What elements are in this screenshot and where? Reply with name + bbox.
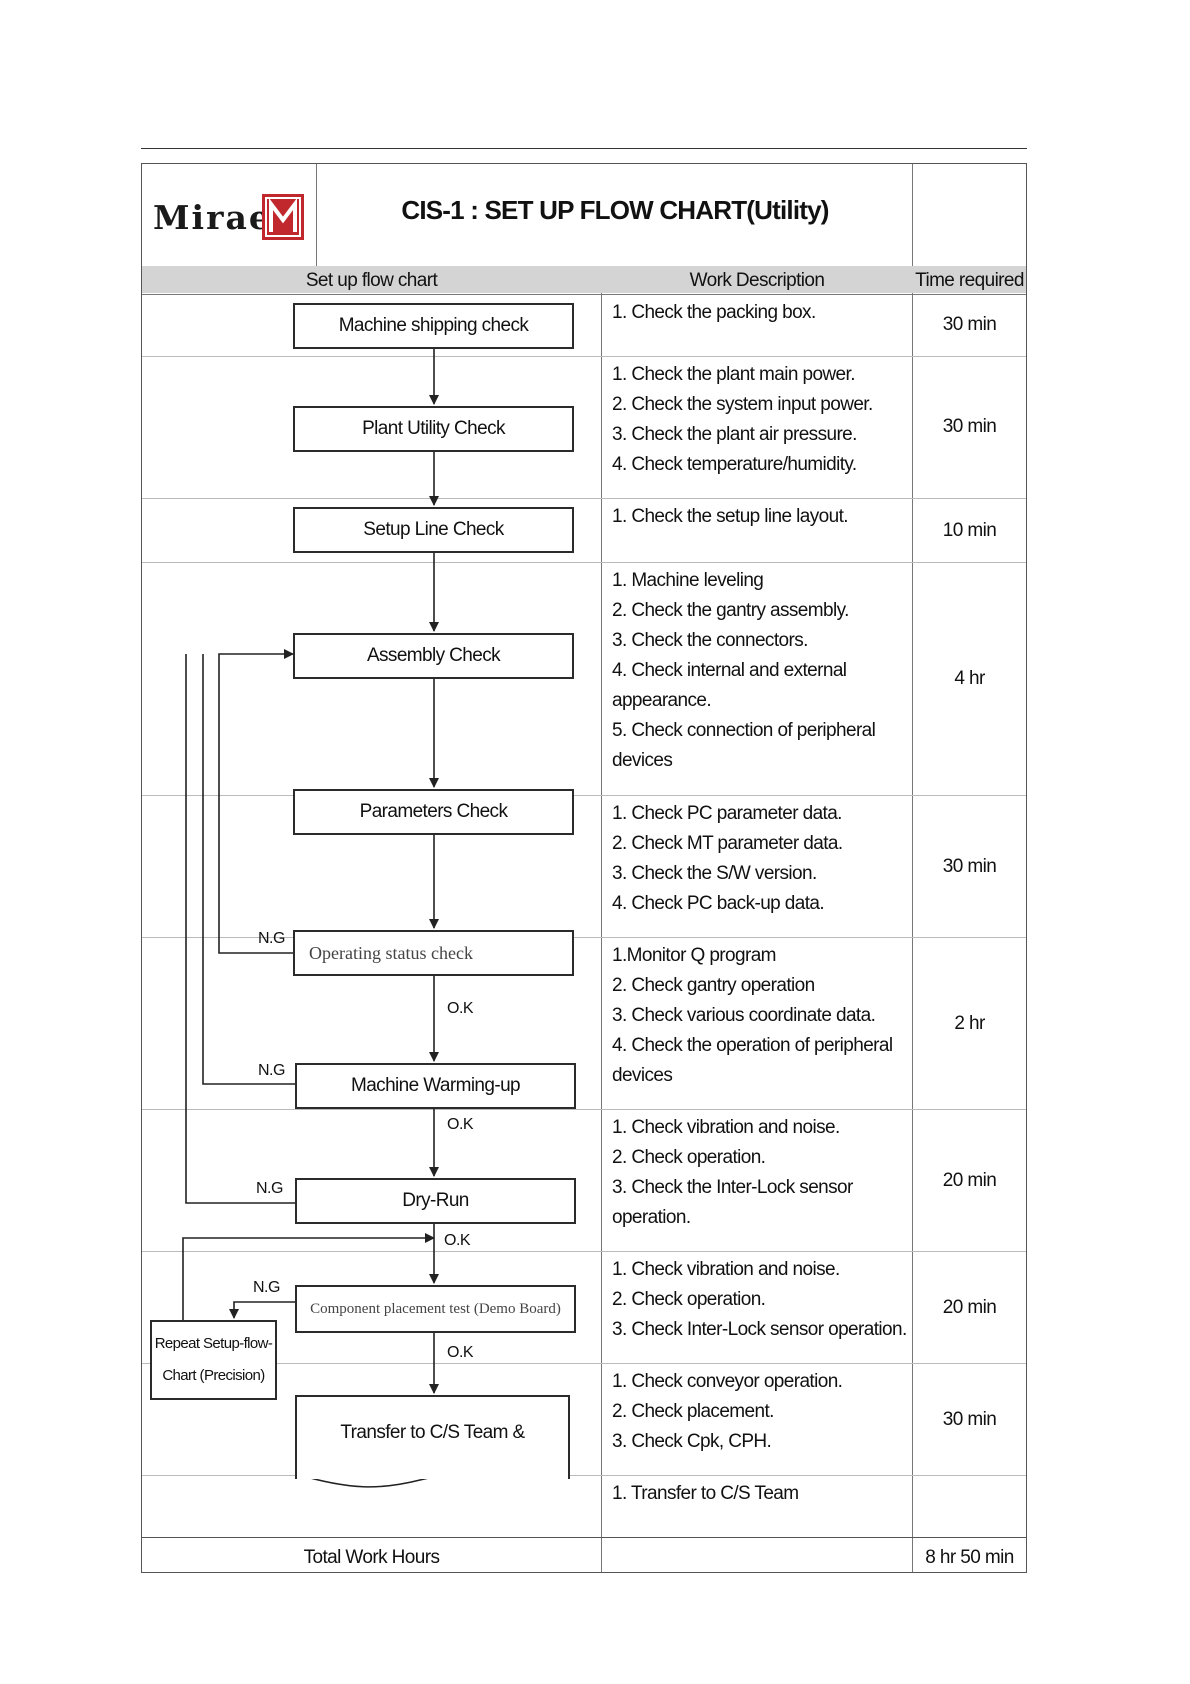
step-assembly-check: Assembly Check bbox=[293, 633, 574, 679]
work-description: 1. Check vibration and noise. 2. Check o… bbox=[612, 1259, 907, 1340]
step-dry-run: Dry-Run bbox=[295, 1178, 576, 1224]
time-required: 30 min bbox=[942, 314, 997, 335]
column-header-band bbox=[142, 266, 1026, 293]
step-component-placement-test: Component placement test (Demo Board) bbox=[295, 1285, 576, 1333]
ng-label: N.G bbox=[258, 930, 285, 947]
step-transfer-to-cs-team: Transfer to C/S Team & bbox=[295, 1395, 570, 1479]
page-title: CIS-1 : SET UP FLOW CHART(Utility) bbox=[401, 195, 829, 225]
time-required: 20 min bbox=[942, 1170, 997, 1191]
work-description: 1. Check the plant main power. 2. Check … bbox=[612, 364, 873, 475]
logo-divider bbox=[316, 164, 317, 266]
time-required: 10 min bbox=[942, 520, 997, 541]
ng-label: N.G bbox=[256, 1180, 283, 1197]
row-divider bbox=[142, 498, 1026, 499]
time-required: 2 hr bbox=[954, 1013, 985, 1034]
column-header-time: Time required bbox=[915, 270, 1024, 291]
total-work-hours-label: Total Work Hours bbox=[303, 1547, 440, 1568]
time-required: 30 min bbox=[942, 416, 997, 437]
row-divider bbox=[142, 795, 1026, 796]
top-rule bbox=[141, 148, 1027, 149]
work-description: 1.Monitor Q program 2. Check gantry oper… bbox=[612, 945, 893, 1086]
work-description: 1. Machine leveling 2. Check the gantry … bbox=[612, 570, 876, 771]
repeat-setup-flow-chart-box: Repeat Setup-flow- Chart (Precision) bbox=[150, 1320, 277, 1400]
row-divider bbox=[142, 1251, 1026, 1252]
row-divider bbox=[142, 1475, 1026, 1476]
total-work-hours-value: 8 hr 50 min bbox=[925, 1547, 1014, 1568]
row-divider bbox=[142, 937, 1026, 938]
work-description: 1. Transfer to C/S Team bbox=[612, 1483, 799, 1504]
flowchart-table bbox=[141, 163, 1027, 1573]
ok-label: O.K bbox=[447, 1344, 474, 1361]
logo-icon bbox=[262, 194, 304, 245]
ok-label: O.K bbox=[444, 1232, 471, 1249]
time-required: 4 hr bbox=[954, 668, 985, 689]
logo-text: Mirae bbox=[153, 198, 272, 237]
time-required: 30 min bbox=[942, 1409, 997, 1430]
ng-label: N.G bbox=[253, 1279, 280, 1296]
row-divider bbox=[142, 1109, 1026, 1110]
work-description: 1. Check conveyor operation. 2. Check pl… bbox=[612, 1371, 843, 1452]
work-description: 1. Check PC parameter data. 2. Check MT … bbox=[612, 803, 843, 914]
row-divider bbox=[142, 356, 1026, 357]
time-column-divider bbox=[912, 164, 913, 1572]
column-header-work: Work Description bbox=[689, 270, 825, 291]
step-parameters-check: Parameters Check bbox=[293, 789, 574, 835]
row-divider bbox=[142, 1363, 1026, 1364]
time-required: 20 min bbox=[942, 1297, 997, 1318]
step-setup-line-check: Setup Line Check bbox=[293, 507, 574, 553]
total-row-divider bbox=[142, 1537, 1026, 1538]
work-description: 1. Check the packing box. bbox=[612, 302, 816, 323]
row-divider bbox=[142, 562, 1026, 563]
column-header-flow: Set up flow chart bbox=[305, 270, 438, 291]
step-machine-shipping-check: Machine shipping check bbox=[293, 303, 574, 349]
work-description: 1. Check vibration and noise. 2. Check o… bbox=[612, 1117, 853, 1228]
ok-label: O.K bbox=[447, 1000, 474, 1017]
column-header-rule bbox=[142, 294, 1026, 295]
step-machine-warming-up: Machine Warming-up bbox=[295, 1063, 576, 1109]
step-operating-status-check: Operating status check bbox=[293, 930, 574, 976]
time-required: 30 min bbox=[942, 856, 997, 877]
ok-label: O.K bbox=[447, 1116, 474, 1133]
work-column-divider bbox=[601, 266, 602, 1572]
ng-label: N.G bbox=[258, 1062, 285, 1079]
step-plant-utility-check: Plant Utility Check bbox=[293, 406, 574, 452]
work-description: 1. Check the setup line layout. bbox=[612, 506, 849, 527]
